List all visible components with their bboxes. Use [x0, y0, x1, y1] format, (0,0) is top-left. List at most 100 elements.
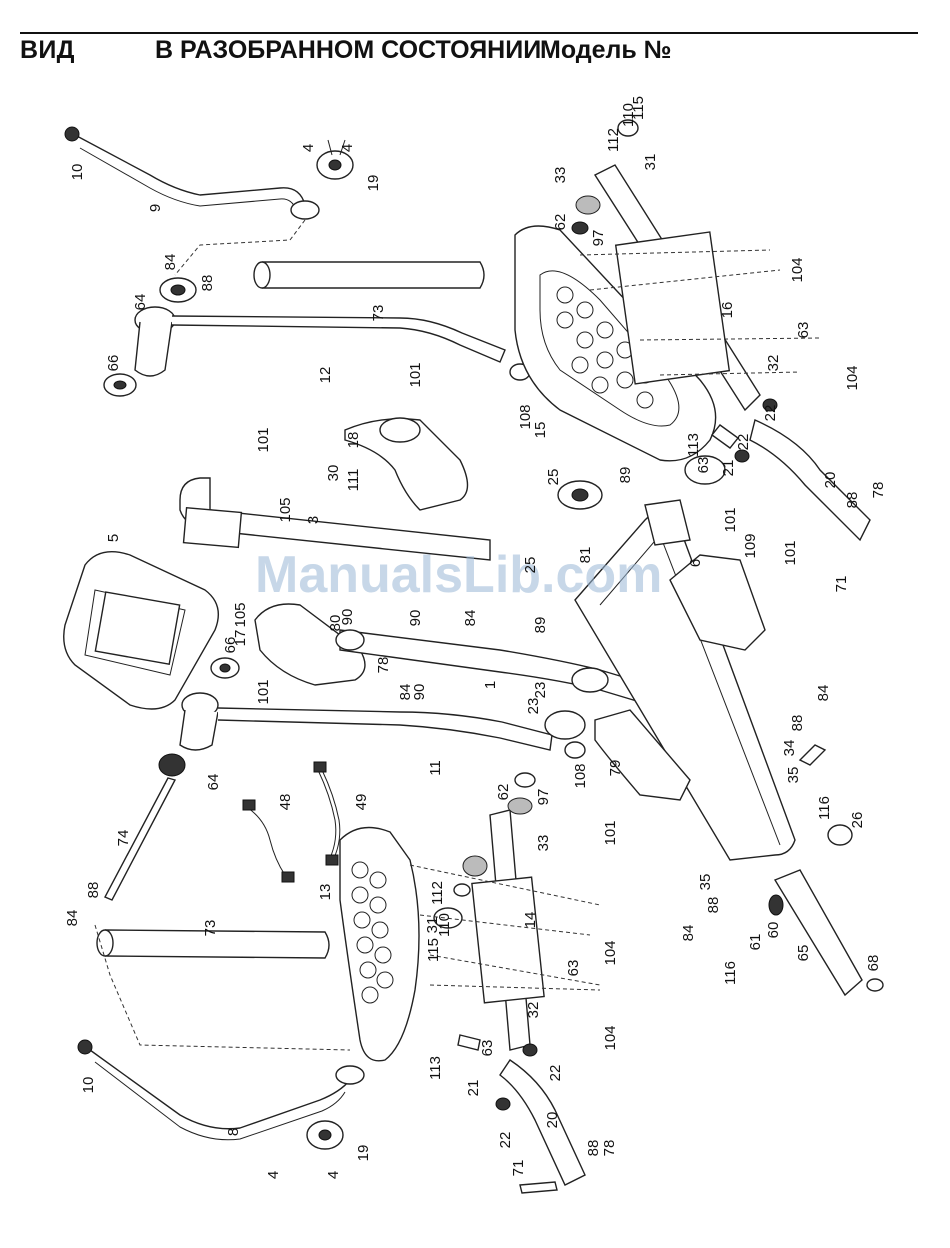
part-label: 90 [339, 609, 356, 626]
handle-8 [77, 1039, 365, 1141]
part-label: 101 [255, 427, 272, 452]
part-label: 31 [642, 154, 659, 171]
bushing-108 [564, 741, 586, 759]
part-label: 84 [397, 684, 414, 701]
cover-109 [669, 554, 766, 651]
part-label: 16 [719, 302, 736, 319]
part-label: 33 [552, 167, 569, 184]
wire-harness-49 [313, 761, 341, 866]
part-label: 19 [355, 1145, 372, 1162]
part-label: 63 [795, 322, 812, 339]
part-label: 32 [765, 355, 782, 372]
part-label: 88 [705, 897, 722, 914]
part-label: 113 [427, 1056, 444, 1080]
part-label: 74 [115, 830, 132, 847]
part-label: 20 [544, 1112, 561, 1129]
axle-74 [104, 753, 186, 901]
part-label: 97 [590, 230, 607, 247]
part-label: 21 [720, 460, 737, 477]
part-label: 65 [795, 945, 812, 962]
part-label: 108 [517, 404, 534, 429]
part-label: 66 [105, 355, 122, 372]
part-label: 73 [370, 305, 387, 322]
part-label: 84 [64, 910, 81, 927]
part-label: 78 [375, 657, 392, 674]
part-label: 61 [747, 934, 764, 951]
part-label: 22 [762, 405, 779, 422]
base-beam-6 [557, 480, 796, 861]
arm-12 [103, 277, 531, 397]
arm-20-lower [457, 1034, 586, 1194]
part-label: 115 [630, 96, 647, 120]
part-label: 1 [482, 681, 499, 689]
part-label: 88 [199, 275, 216, 292]
part-label: 88 [85, 882, 102, 899]
part-label: 88 [789, 715, 806, 732]
part-label: 112 [429, 881, 446, 905]
part-label: 84 [815, 685, 832, 702]
part-label: 78 [870, 482, 887, 499]
part-label: 105 [232, 602, 249, 627]
part-label: 13 [317, 884, 334, 901]
part-label: 101 [602, 820, 619, 845]
part-label: 4 [265, 1171, 282, 1179]
part-label: 62 [495, 784, 512, 801]
part-label: 115 [425, 938, 442, 962]
part-label: 60 [765, 922, 782, 939]
part-label: 71 [510, 1160, 527, 1177]
tube-73-lower [96, 929, 330, 959]
arm-11 [179, 657, 553, 751]
part-label: 22 [735, 434, 752, 451]
part-label: 89 [532, 617, 549, 634]
part-label: 9 [147, 204, 164, 212]
bar-34 [798, 744, 827, 766]
part-label: 63 [565, 960, 582, 977]
part-label: 22 [497, 1132, 514, 1149]
part-label: 62 [552, 214, 569, 231]
title-view: ВИД [20, 36, 75, 64]
title-exploded: В РАЗОБРАННОМ СОСТОЯНИИ [155, 36, 542, 64]
part-label: 31 [424, 917, 441, 934]
part-label: 35 [697, 874, 714, 891]
part-label: 3 [305, 516, 322, 524]
arm-20-upper [684, 398, 871, 542]
part-label: 8 [225, 1128, 242, 1136]
pedal-arm-16 [571, 119, 761, 412]
handle-9 [64, 126, 320, 220]
part-label: 18 [345, 432, 362, 449]
part-label: 78 [601, 1140, 618, 1157]
sleeve-23 [544, 710, 586, 740]
part-label: 108 [572, 763, 589, 788]
part-label: 116 [816, 796, 833, 820]
part-label: 33 [535, 835, 552, 852]
part-label: 111 [345, 469, 362, 492]
part-label: 84 [162, 254, 179, 271]
part-label: 90 [411, 684, 428, 701]
part-label: 101 [722, 507, 739, 532]
part-label: 88 [585, 1140, 602, 1157]
part-label: 48 [277, 794, 294, 811]
part-label: 116 [722, 961, 739, 985]
pedal-arm-14 [433, 772, 545, 1051]
part-label: 66 [222, 637, 239, 654]
part-label: 4 [325, 1171, 342, 1179]
part-label: 113 [685, 433, 702, 457]
part-label: 4 [339, 144, 356, 152]
header-rule [20, 32, 918, 34]
part-label: 12 [317, 367, 334, 384]
wire-harness-48 [242, 799, 295, 883]
part-label: 88 [844, 492, 861, 509]
stabilizer-65 [768, 824, 884, 997]
part-label: 10 [69, 164, 86, 181]
part-label: 23 [532, 682, 549, 699]
part-label: 4 [300, 144, 317, 152]
part-label: 104 [844, 365, 861, 390]
part-label: 104 [789, 257, 806, 282]
part-label: 32 [525, 1002, 542, 1019]
part-label: 30 [325, 465, 342, 482]
part-label: 20 [822, 472, 839, 489]
part-label: 73 [202, 920, 219, 937]
pedal-15 [514, 225, 717, 462]
part-label: 22 [547, 1065, 564, 1082]
